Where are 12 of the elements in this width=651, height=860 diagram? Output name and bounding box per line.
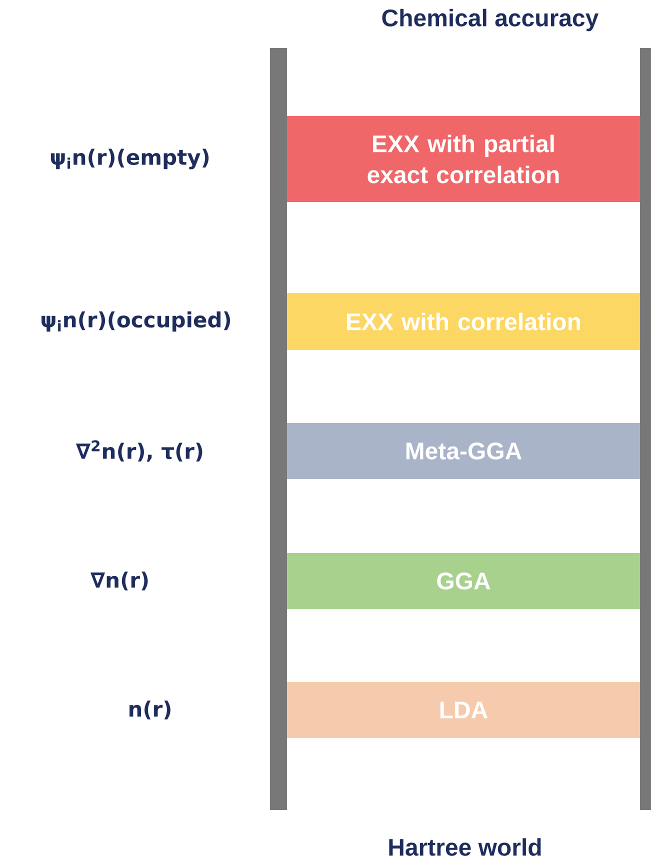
rung-label: ∇$^{2}$n(r), τ(r)	[76, 440, 202, 462]
rung-box: LDA	[287, 682, 640, 738]
rung-box: EXX with correlation	[287, 293, 640, 350]
bottom-label: Hartree world	[389, 838, 541, 856]
rung-box: EXX with partial exact correlation	[287, 116, 640, 202]
rung-label: ψ$_{i}$n(r)(empty)	[50, 148, 209, 170]
rung-label: ∇n(r)	[90, 572, 148, 590]
rung-label: n(r)	[130, 700, 170, 720]
rung-label: ψ$_{i}$n(r)(occupied)	[42, 311, 230, 332]
heading: Chemical accuracy	[382, 8, 599, 32]
rung-box: GGA	[287, 553, 640, 609]
rung-box: Meta-GGA	[287, 423, 640, 479]
